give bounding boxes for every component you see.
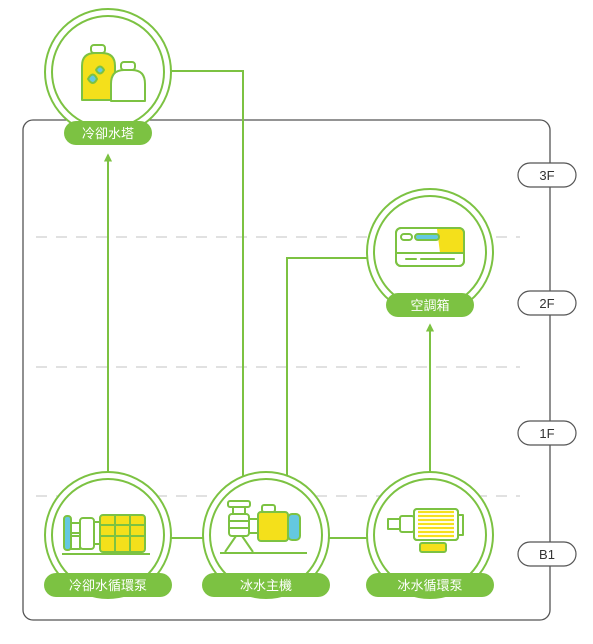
node-cooling-tower: 冷卻水塔 bbox=[44, 8, 172, 145]
building-outline bbox=[22, 119, 551, 621]
floor-label-3f: 3F bbox=[517, 162, 577, 188]
node-ahu: 空調箱 bbox=[366, 188, 494, 317]
floor-label-b1: B1 bbox=[517, 541, 577, 567]
cooling-pump-label: 冷卻水循環泵 bbox=[69, 579, 147, 594]
node-cooling-pump: 冷卻水循環泵 bbox=[44, 471, 172, 599]
arrow-tower-to-chiller bbox=[170, 70, 248, 486]
chiller-label: 冰水主機 bbox=[240, 579, 292, 594]
svg-text:2F: 2F bbox=[539, 296, 554, 311]
svg-text:B1: B1 bbox=[539, 547, 555, 562]
node-chilled-pump: 冰水循環泵 bbox=[366, 471, 494, 599]
cooling-pump-icon bbox=[62, 514, 150, 555]
cooling-tower-icon bbox=[81, 44, 146, 102]
cooling-tower-label: 冷卻水塔 bbox=[82, 127, 134, 142]
node-chiller: 冰水主機 bbox=[202, 471, 330, 599]
ahu-icon bbox=[395, 227, 465, 267]
chiller-icon bbox=[220, 500, 307, 554]
svg-text:3F: 3F bbox=[539, 168, 554, 183]
flow-arrows bbox=[103, 70, 435, 543]
chilled-pump-label: 冰水循環泵 bbox=[397, 579, 462, 594]
chilled-pump-icon bbox=[387, 508, 464, 553]
floor-label-1f: 1F bbox=[517, 420, 577, 446]
ahu-label: 空調箱 bbox=[410, 298, 449, 314]
arrow-ahu-to-chiller bbox=[282, 257, 372, 486]
floor-label-2f: 2F bbox=[517, 290, 577, 316]
svg-text:1F: 1F bbox=[539, 426, 554, 441]
